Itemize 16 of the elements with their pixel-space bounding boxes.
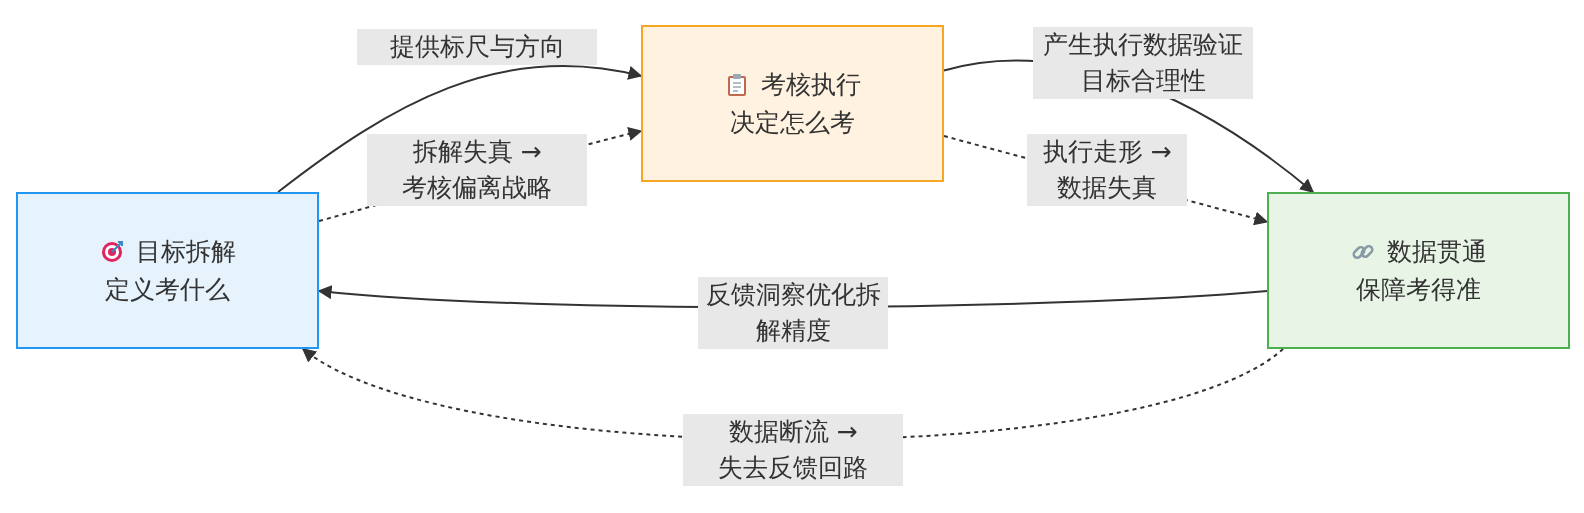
edge-label: 拆解失真 →考核偏离战略 bbox=[367, 134, 587, 206]
node-title: 目标拆解 bbox=[135, 235, 236, 268]
edge-label: 执行走形 →数据失真 bbox=[1027, 134, 1187, 206]
node-title: 数据贯通 bbox=[1386, 235, 1487, 268]
edge-label: 反馈洞察优化拆解精度 bbox=[698, 277, 888, 349]
node-subtitle: 定义考什么 bbox=[105, 273, 230, 306]
arrow bbox=[277, 65, 643, 193]
process-box bbox=[16, 192, 319, 349]
node-subtitle: 决定怎么考 bbox=[730, 106, 855, 139]
process-box bbox=[1267, 192, 1570, 349]
node-title: 考核执行 bbox=[760, 68, 861, 101]
edge-label: 产生执行数据验证目标合理性 bbox=[1033, 27, 1253, 99]
process-box bbox=[641, 25, 944, 182]
edge-label: 提供标尺与方向 bbox=[357, 29, 597, 65]
edge-label: 数据断流 →失去反馈回路 bbox=[683, 414, 903, 486]
node-subtitle: 保障考得准 bbox=[1356, 273, 1481, 306]
